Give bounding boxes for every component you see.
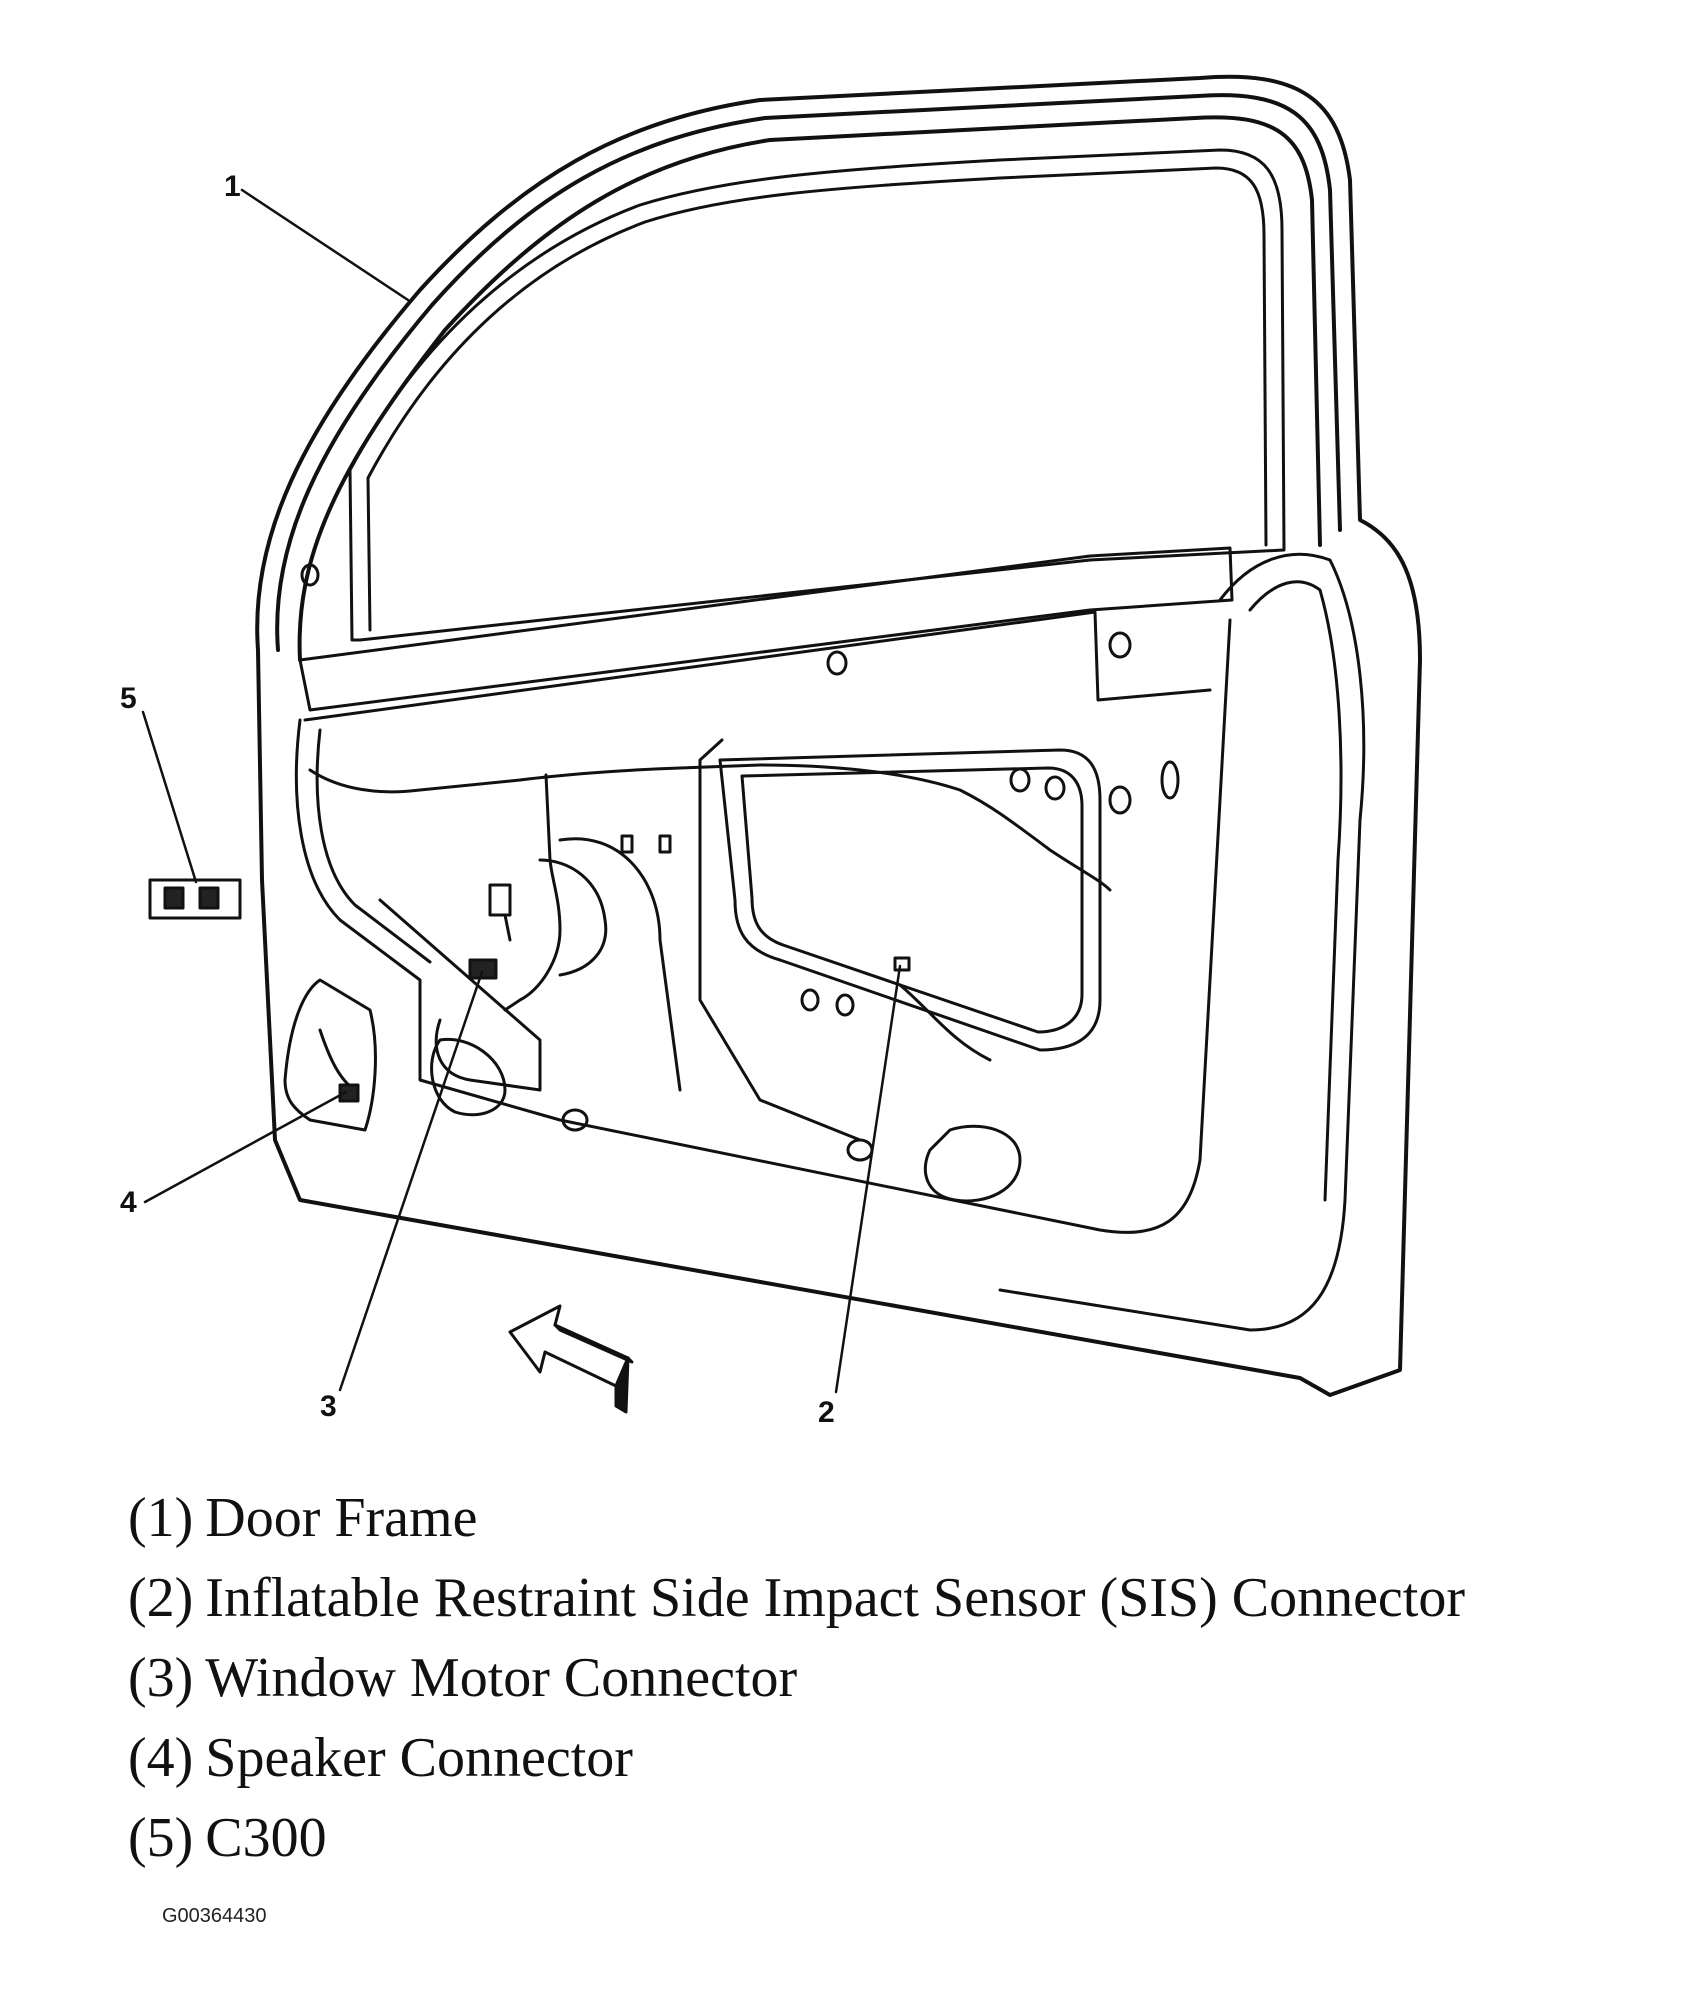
speaker-connector bbox=[338, 1083, 360, 1103]
callout-3: 3 bbox=[320, 1390, 337, 1423]
window-motor-connector bbox=[468, 958, 498, 980]
legend-item-2: (2) Inflatable Restraint Side Impact Sen… bbox=[128, 1558, 1465, 1638]
legend-number: (2) bbox=[128, 1567, 194, 1629]
legend: (1) Door Frame (2) Inflatable Restraint … bbox=[128, 1478, 1465, 1878]
legend-label: C300 bbox=[205, 1807, 327, 1869]
callout-5: 5 bbox=[120, 682, 137, 715]
window-opening bbox=[348, 148, 1286, 642]
legend-label: Speaker Connector bbox=[205, 1727, 633, 1789]
leader-2 bbox=[834, 964, 902, 1394]
legend-item-5: (5) C300 bbox=[128, 1798, 1465, 1878]
legend-label: Inflatable Restraint Side Impact Sensor … bbox=[205, 1567, 1465, 1629]
leader-5 bbox=[141, 710, 198, 884]
legend-item-3: (3) Window Motor Connector bbox=[128, 1638, 1465, 1718]
wiring-harness bbox=[308, 763, 1112, 1092]
callout-4: 4 bbox=[120, 1186, 137, 1219]
figure-id: G00364430 bbox=[162, 1905, 267, 1927]
inner-panel bbox=[294, 546, 1366, 1332]
callout-2: 2 bbox=[818, 1396, 835, 1429]
legend-item-1: (1) Door Frame bbox=[128, 1478, 1465, 1558]
sis-connector bbox=[893, 956, 911, 972]
leader-1 bbox=[240, 188, 410, 302]
legend-number: (1) bbox=[128, 1487, 194, 1549]
leader-3 bbox=[338, 970, 484, 1392]
connectors bbox=[148, 878, 911, 1103]
inner-channels bbox=[378, 738, 1102, 1203]
legend-item-4: (4) Speaker Connector bbox=[128, 1718, 1465, 1798]
legend-number: (5) bbox=[128, 1807, 194, 1869]
door-diagram bbox=[141, 74, 1422, 1414]
leader-lines bbox=[141, 188, 902, 1394]
speaker-area bbox=[283, 978, 377, 1132]
legend-number: (4) bbox=[128, 1727, 194, 1789]
callout-1: 1 bbox=[224, 170, 241, 203]
view-direction-arrow-icon bbox=[508, 1304, 634, 1414]
legend-label: Window Motor Connector bbox=[205, 1647, 798, 1709]
door-frame bbox=[255, 74, 1422, 1397]
leader-4 bbox=[143, 1090, 348, 1204]
legend-label: Door Frame bbox=[205, 1487, 478, 1549]
legend-number: (3) bbox=[128, 1647, 194, 1709]
